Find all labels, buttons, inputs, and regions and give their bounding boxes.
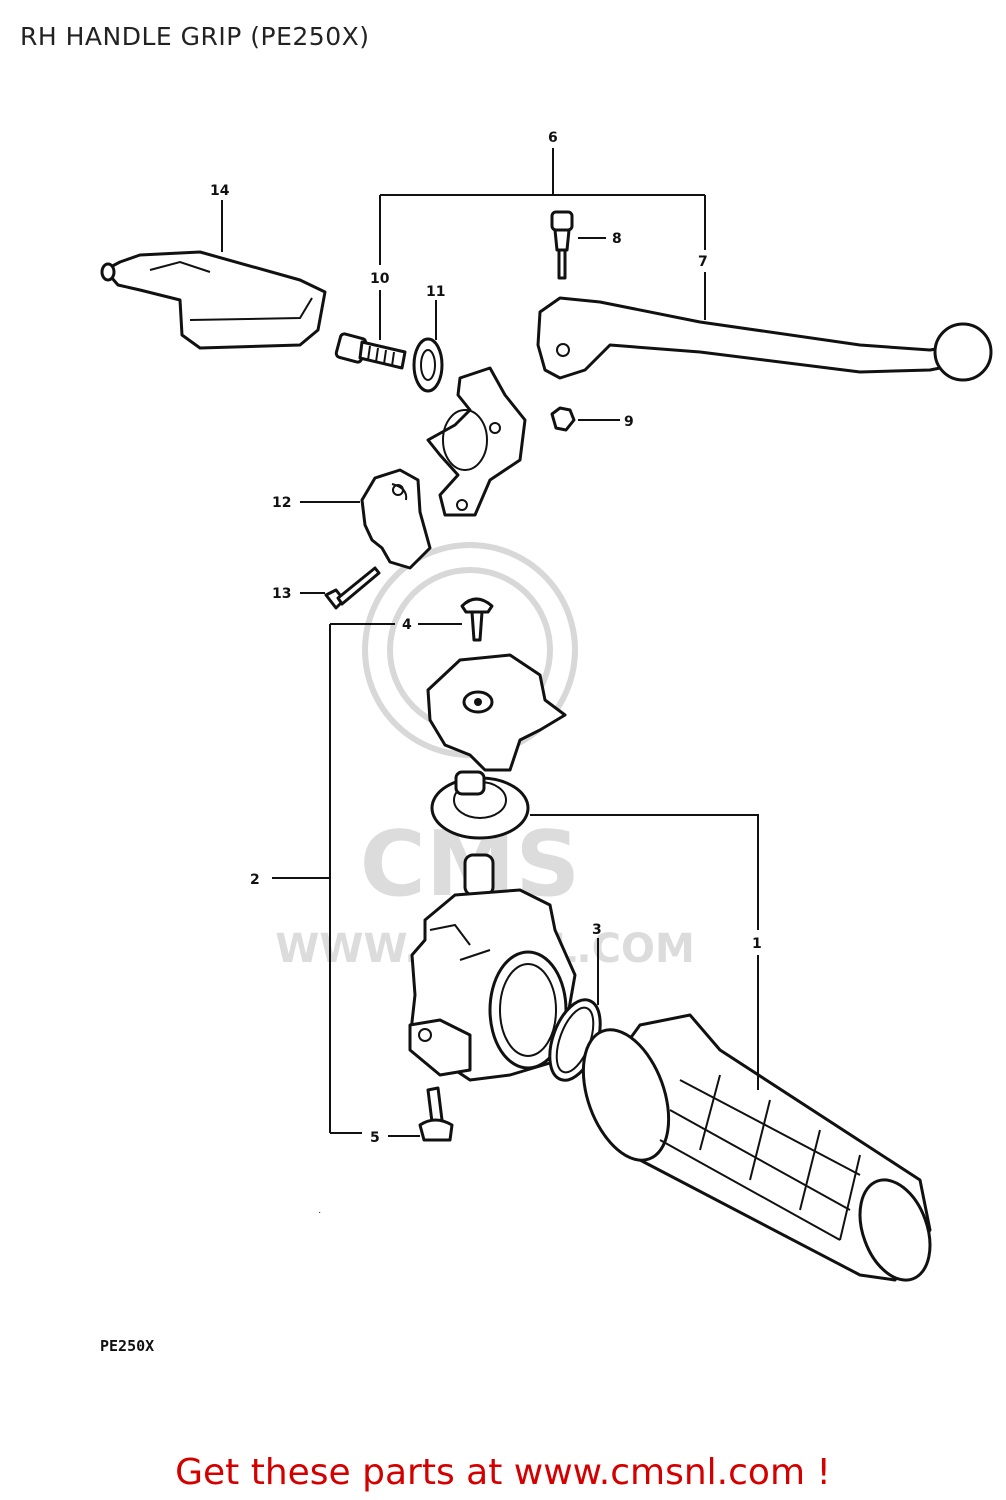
- lever-guard: [100, 250, 327, 350]
- housing-screw-upper: [460, 597, 494, 642]
- callout-numbers: 1 2 3 4 5 6 7 8 9 10 11 12 13 14: [210, 130, 762, 1146]
- callout-6: 6: [548, 130, 558, 146]
- clamp-screw: [324, 566, 381, 610]
- callout-4: 4: [402, 617, 412, 633]
- brake-lever: [536, 296, 993, 382]
- callout-14: 14: [210, 183, 230, 199]
- throttle-housing-lower: [408, 853, 577, 1082]
- callout-lines: [221, 148, 759, 1137]
- lever-pivot-nut: [550, 406, 576, 432]
- callout-7: 7: [698, 254, 708, 270]
- callout-2: 2: [250, 872, 260, 888]
- footer-link-text[interactable]: Get these parts at www.cmsnl.com !: [175, 1452, 831, 1493]
- throttle-housing-cap: [426, 653, 567, 772]
- callout-3: 3: [592, 922, 602, 938]
- callout-9: 9: [624, 414, 634, 430]
- adjuster-locknut: [412, 337, 444, 393]
- throttle-grip: [581, 1013, 932, 1282]
- adjuster-bolt: [334, 332, 407, 370]
- callout-12: 12: [272, 495, 291, 511]
- page-title: RH HANDLE GRIP (PE250X): [20, 22, 370, 51]
- cable-drum: [430, 770, 530, 840]
- callout-5: 5: [370, 1130, 380, 1146]
- callout-8: 8: [612, 231, 622, 247]
- callout-11: 11: [426, 284, 445, 300]
- callout-13: 13: [272, 586, 291, 602]
- housing-screw-lower: [418, 1086, 454, 1142]
- stray-dot: ·: [318, 1207, 321, 1218]
- lever-holder: [426, 366, 527, 517]
- model-label: PE250X: [100, 1337, 154, 1355]
- callout-10: 10: [370, 271, 390, 287]
- holder-clamp: [360, 468, 432, 570]
- lever-pivot-bolt: [550, 210, 574, 280]
- callout-1: 1: [752, 936, 762, 952]
